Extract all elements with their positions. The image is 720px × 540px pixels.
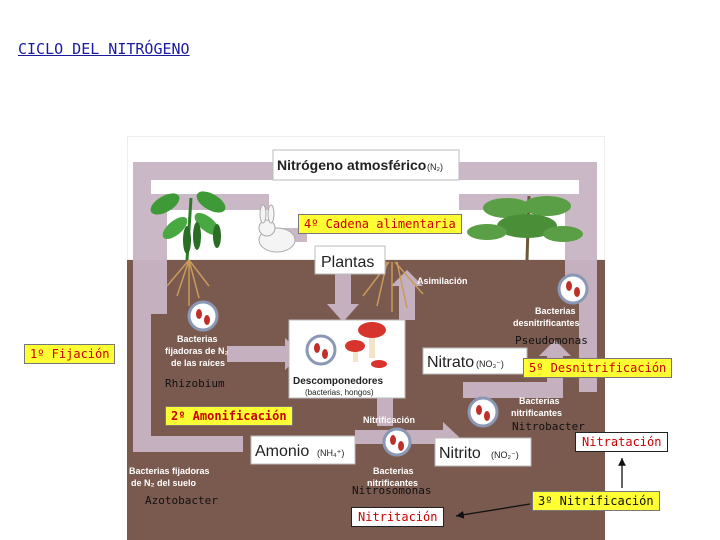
page-title: CICLO DEL NITRÓGENO bbox=[18, 40, 190, 58]
ammonium-box bbox=[250, 435, 356, 465]
arrow-to-nitritation bbox=[455, 503, 531, 519]
roots-illustration bbox=[166, 259, 424, 312]
step-fixation-label: 1º Fijación bbox=[24, 344, 116, 364]
nitrite-label: Nitrito bbox=[439, 445, 481, 462]
denitrifying-bacteria-icon bbox=[557, 273, 589, 305]
nitrosomonas-label: Nitrosomonas bbox=[352, 484, 432, 497]
rhizobium-label: Rhizobium bbox=[165, 377, 225, 390]
bean-plant-illustration bbox=[150, 191, 226, 261]
root-bacteria-icon bbox=[187, 300, 219, 332]
tree-illustration bbox=[467, 195, 583, 261]
nitrifying-bacteria-right-icon bbox=[467, 396, 499, 428]
nitrate-box bbox=[422, 347, 528, 375]
ammonium-formula: (NH₄⁺) bbox=[317, 448, 344, 458]
step-ammonification-label: 2º Amonificación bbox=[165, 406, 293, 426]
mushroom-icon bbox=[345, 322, 387, 368]
atmospheric-nitrogen-formula: (N₂) bbox=[427, 162, 443, 172]
pseudomonas-label: Pseudomonas bbox=[515, 334, 588, 347]
cycle-arrows bbox=[133, 162, 597, 452]
decomposer-bacteria-icon bbox=[305, 334, 337, 366]
nitrite-formula: (NO₂⁻) bbox=[491, 450, 519, 460]
nitrate-formula: (NO₃⁻) bbox=[476, 359, 504, 369]
step-food-chain-label: 4º Cadena alimentaria bbox=[298, 214, 462, 234]
nitrogen-cycle-diagram: Nitrógeno atmosférico (N₂) Plantas Asimi… bbox=[127, 136, 605, 540]
decomposers-sub-label: (bacterias, hongos) bbox=[305, 388, 374, 397]
atmospheric-nitrogen-box bbox=[272, 149, 460, 181]
decomposers-label: Descomponedores bbox=[293, 376, 383, 387]
ammonium-label: Amonio bbox=[255, 443, 309, 460]
assimilation-label: Asimilación bbox=[417, 276, 468, 286]
atmospheric-nitrogen-label: Nitrógeno atmosférico bbox=[277, 157, 426, 173]
step-denitrification-label: 5º Desnitrificación bbox=[523, 358, 673, 378]
nitrification-label: Nitrificación bbox=[363, 415, 415, 425]
step-nitrification-label: 3º Nitrificación bbox=[532, 491, 660, 511]
nitrite-box bbox=[434, 437, 532, 467]
nitratation-box: Nitratación bbox=[575, 432, 669, 452]
azotobacter-label: Azotobacter bbox=[145, 494, 218, 507]
nitrate-label: Nitrato bbox=[427, 354, 474, 371]
plants-label: Plantas bbox=[321, 254, 374, 271]
nitritation-box: Nitritación bbox=[351, 507, 445, 527]
rabbit-illustration bbox=[258, 204, 296, 253]
nitrobacter-label: Nitrobacter bbox=[512, 420, 585, 433]
plants-box bbox=[314, 245, 386, 275]
decomposers-box bbox=[288, 319, 406, 399]
